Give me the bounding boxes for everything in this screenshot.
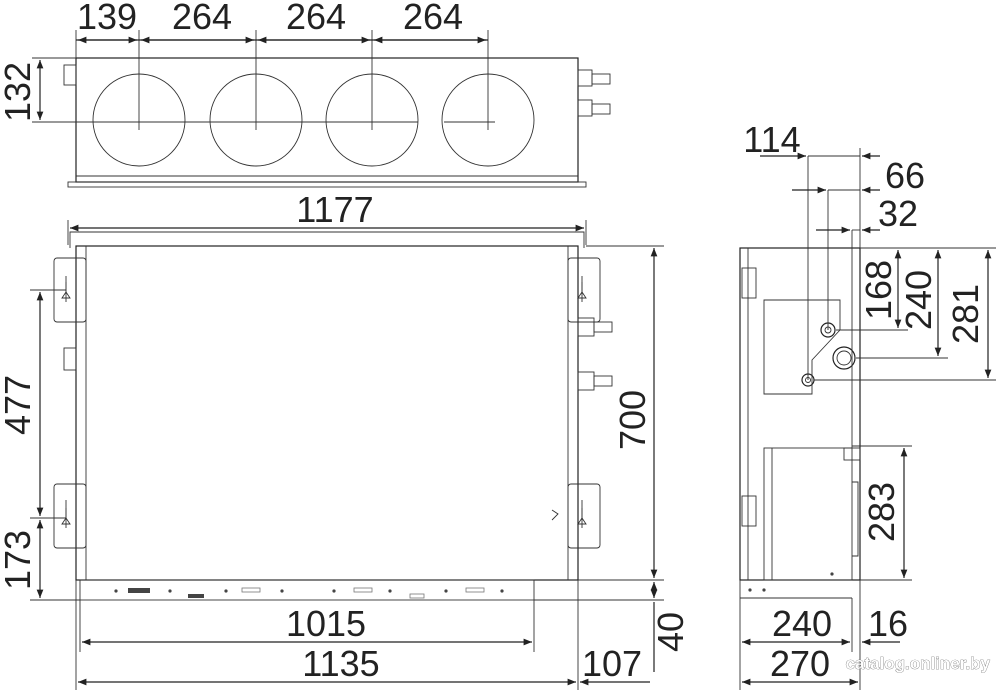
- dim-1015: 1015: [286, 603, 366, 644]
- mounting-bracket: [567, 257, 601, 323]
- dim-700: 700: [612, 390, 653, 450]
- dim-264-a: 264: [172, 0, 232, 37]
- dim-139: 139: [77, 0, 137, 37]
- front-view: 1177: [0, 189, 691, 690]
- dim-270: 270: [770, 643, 830, 684]
- side-view-body: [739, 247, 861, 581]
- front-view-body: [75, 245, 579, 581]
- side-view: 114 66 32 168 240 281 283 240 16 2: [739, 119, 996, 690]
- watermark: catalog.onliner.by: [845, 654, 990, 673]
- dim-114: 114: [743, 119, 800, 160]
- dim-173: 173: [0, 530, 38, 590]
- dim-168: 168: [858, 260, 899, 320]
- dim-240-bottom: 240: [772, 603, 832, 644]
- dim-240-right: 240: [898, 270, 939, 330]
- dim-66: 66: [885, 155, 925, 196]
- dim-1177: 1177: [296, 189, 373, 230]
- dim-107: 107: [582, 643, 642, 684]
- dim-32: 32: [878, 193, 918, 234]
- dim-283: 283: [861, 482, 902, 542]
- dim-40: 40: [650, 612, 691, 652]
- dim-132: 132: [0, 62, 38, 122]
- dim-264-b: 264: [286, 0, 346, 37]
- bottom-flange: [79, 579, 535, 601]
- dim-477: 477: [0, 375, 38, 435]
- dim-1135: 1135: [302, 643, 379, 684]
- dim-281: 281: [945, 284, 986, 344]
- top-view: 139 264 264 264 132: [0, 0, 611, 188]
- mounting-bracket: [567, 483, 601, 549]
- dim-16: 16: [868, 603, 908, 644]
- dim-264-c: 264: [403, 0, 463, 37]
- mounting-bracket: [53, 483, 87, 549]
